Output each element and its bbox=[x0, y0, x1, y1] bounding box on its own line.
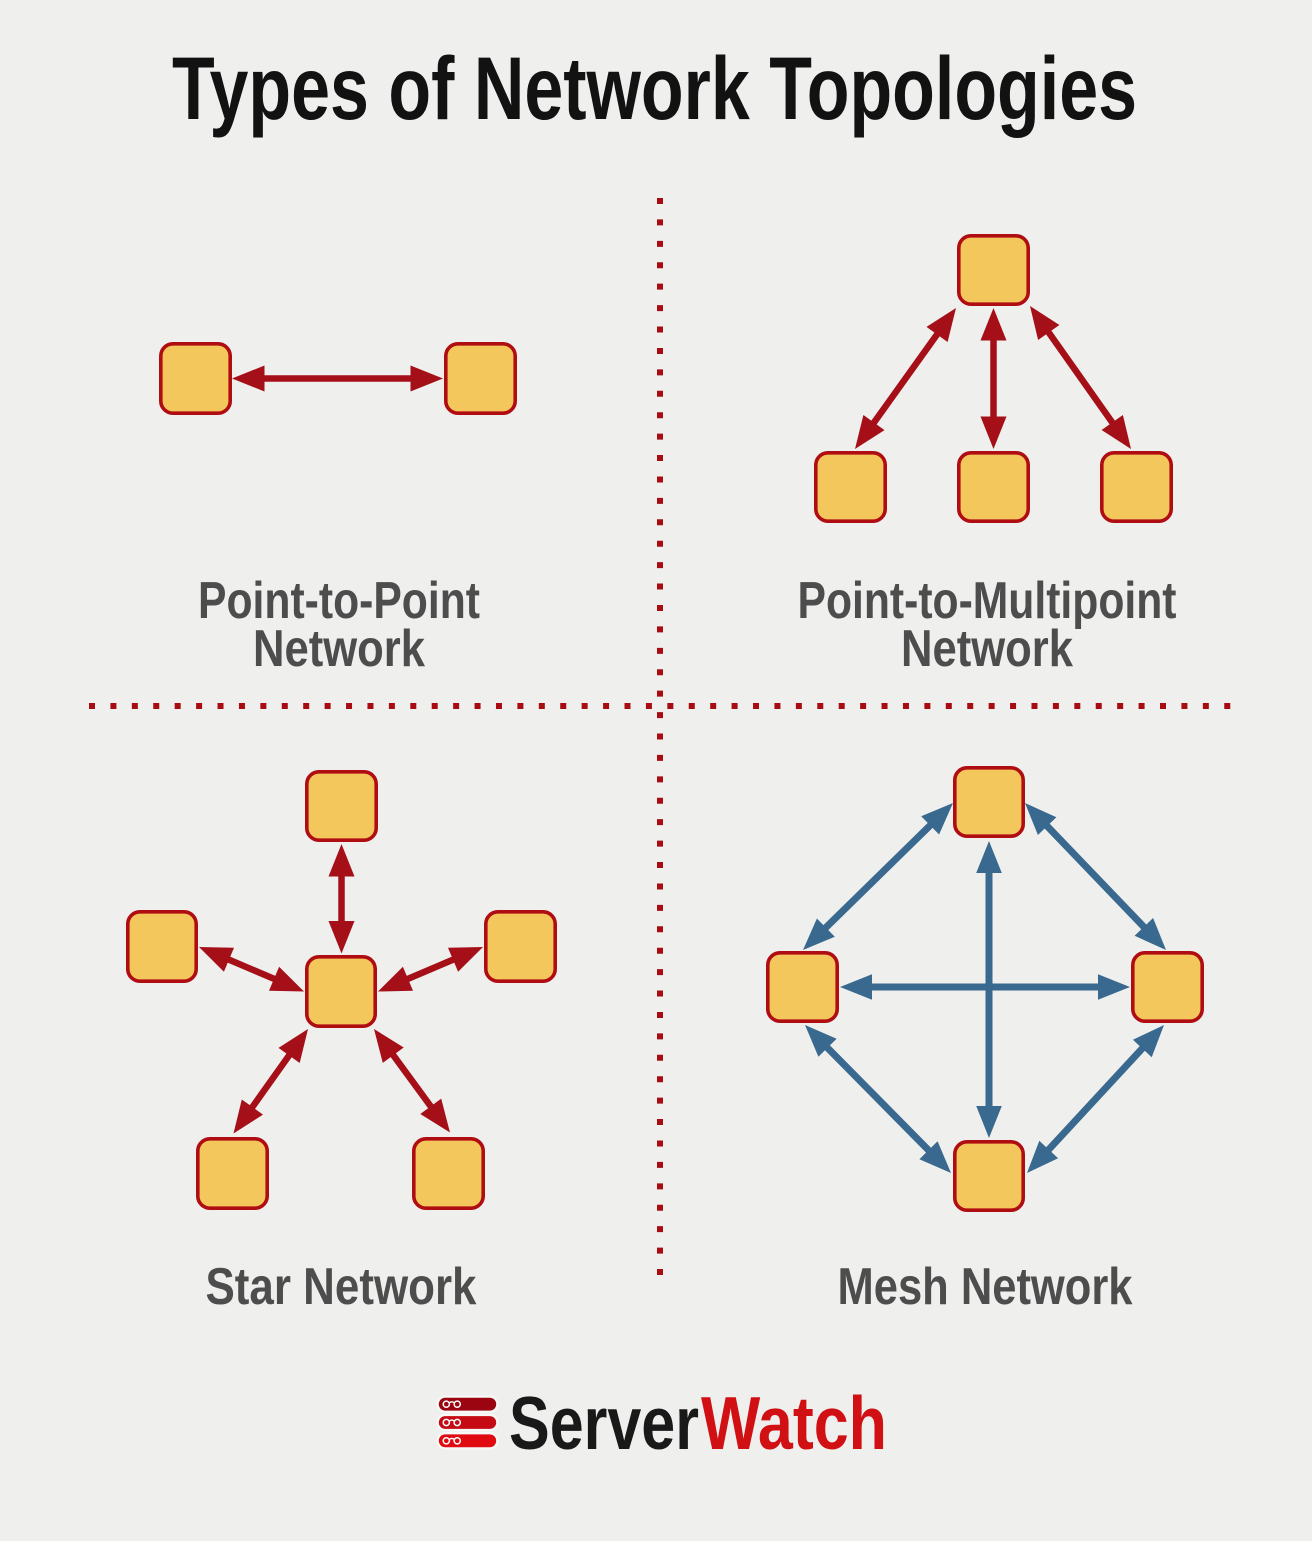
svg-text:Star Network: Star Network bbox=[206, 1258, 477, 1316]
svg-text:Server: Server bbox=[509, 1381, 699, 1465]
svg-text:Network: Network bbox=[253, 620, 425, 678]
svg-text:Mesh Network: Mesh Network bbox=[838, 1258, 1133, 1316]
svg-text:Watch: Watch bbox=[701, 1381, 887, 1465]
svg-text:Network: Network bbox=[901, 620, 1073, 678]
svg-text:Types of Network Topologies: Types of Network Topologies bbox=[172, 38, 1137, 138]
svg-text:Point-to-Point: Point-to-Point bbox=[198, 572, 480, 630]
svg-text:Point-to-Multipoint: Point-to-Multipoint bbox=[798, 572, 1177, 630]
